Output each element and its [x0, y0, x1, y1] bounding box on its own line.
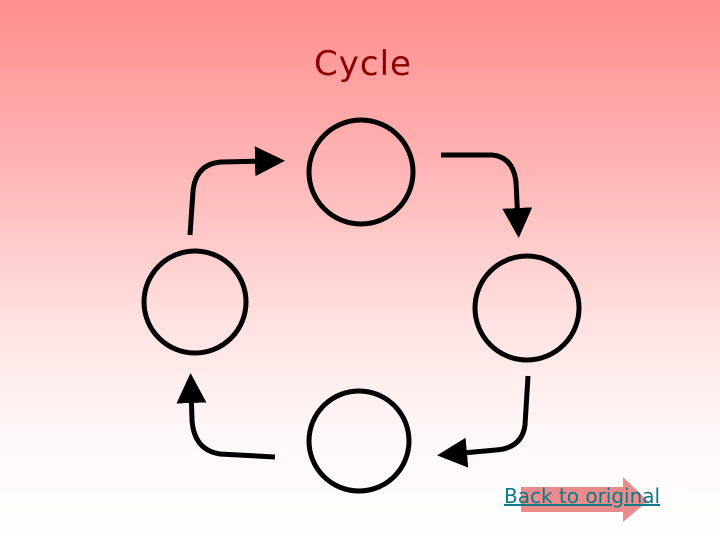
cycle-node-left: [141, 248, 249, 356]
arrow-left-to-top: [187, 146, 285, 236]
slide-title: Cycle: [314, 44, 412, 84]
back-to-original-link[interactable]: Back to original: [504, 484, 661, 508]
arrow-right-to-bottom: [437, 375, 531, 468]
cycle-node-right: [472, 253, 582, 363]
cycle-node-top: [306, 117, 416, 227]
cycle-node-bottom: [306, 388, 412, 494]
arrow-bottom-to-left: [176, 373, 276, 460]
arrow-top-to-right: [441, 152, 533, 238]
back-arrow-icon[interactable]: [521, 477, 648, 522]
